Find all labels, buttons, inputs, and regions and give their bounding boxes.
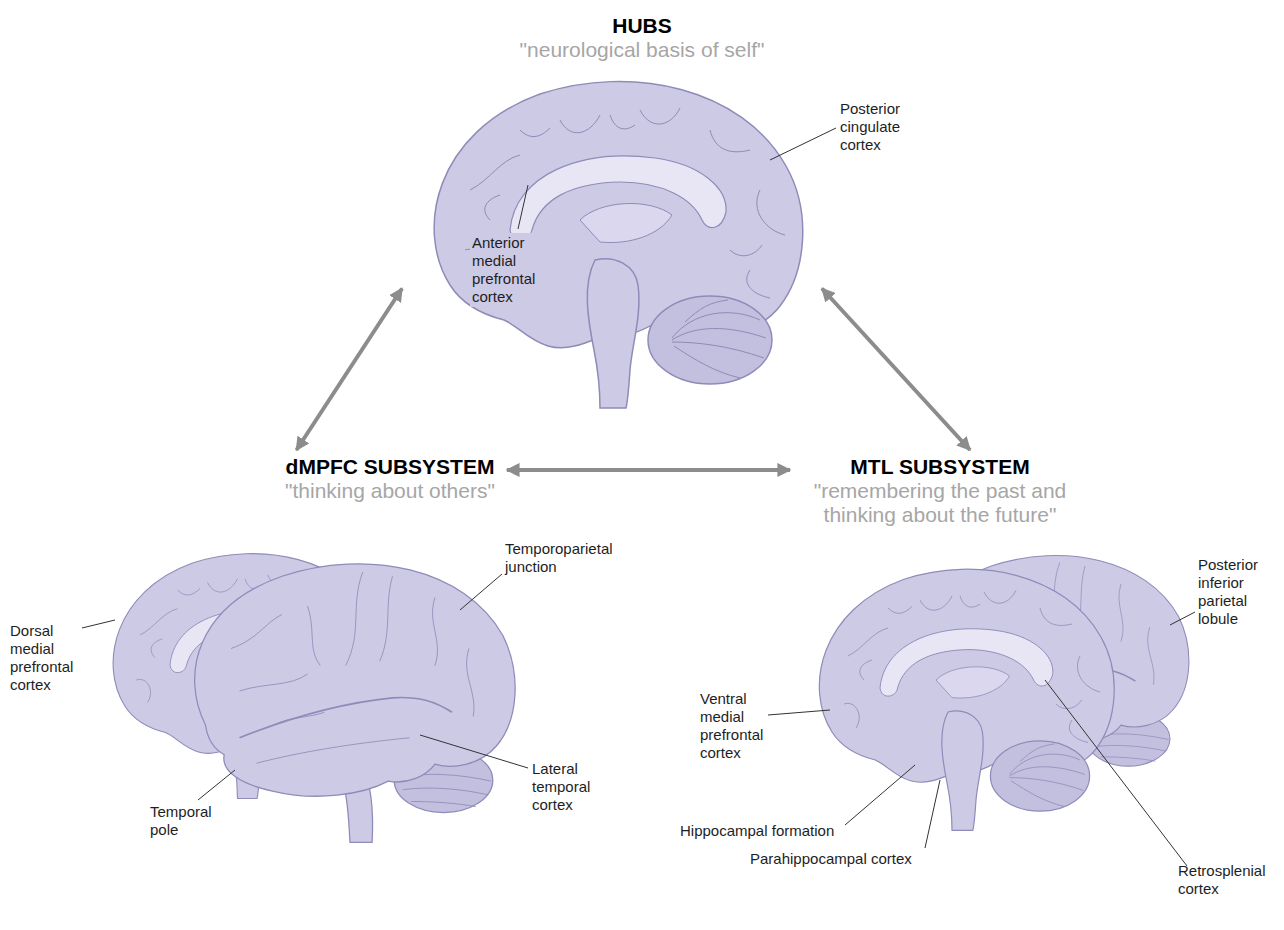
anatomy-label: Temporal pole: [150, 803, 230, 839]
leader-line: [82, 620, 115, 628]
leader-line: [1170, 612, 1195, 625]
group-title: HUBS: [462, 13, 822, 38]
group-heading: HUBS"neurological basis of self": [402, 5, 822, 410]
anatomy-label: Anterior medial prefrontal cortex: [470, 233, 554, 307]
group-subtitle: "thinking about others": [285, 479, 495, 503]
group-subtitle: "neurological basis of self": [462, 38, 822, 62]
group-heading: MTL SUBSYSTEM"remembering the past and t…: [790, 450, 1090, 531]
anatomy-label: Parahippocampal cortex: [750, 850, 950, 868]
anatomy-label: Lateral temporal cortex: [532, 760, 612, 814]
anatomy-label: Dorsal medial prefrontal cortex: [10, 622, 90, 694]
leader-line: [770, 128, 836, 160]
anatomy-label: Posterior inferior parietal lobule: [1198, 556, 1278, 628]
leader-line: [420, 735, 528, 768]
heading-wrapper: HUBS"neurological basis of self": [462, 13, 822, 62]
hub-brain: [434, 82, 803, 409]
leader-line: [460, 574, 502, 610]
leader-line: [518, 185, 528, 229]
leader-line: [768, 710, 830, 715]
anatomy-label: Posterior cingulate cortex: [840, 100, 920, 154]
leader-lines: [82, 128, 1195, 866]
leader-line: [925, 780, 940, 848]
leader-line: [1045, 680, 1187, 866]
dmpfc-front-brain: [195, 564, 516, 842]
anatomy-label: Hippocampal formation: [680, 822, 880, 840]
connector-arrow: [507, 468, 790, 472]
leader-line: [845, 765, 915, 825]
anatomy-label: Retrosplenial cortex: [1178, 862, 1278, 898]
anatomy-label: Ventral medial prefrontal cortex: [700, 690, 780, 762]
group-subtitle: "remembering the past and thinking about…: [802, 479, 1078, 527]
connector-arrow: [296, 289, 402, 451]
connector-arrow: [822, 289, 970, 451]
mtl-front-brain: [819, 569, 1114, 830]
anatomy-label: Temporoparietal junction: [505, 540, 625, 576]
group-heading: dMPFC SUBSYSTEM"thinking about others": [273, 450, 507, 507]
group-title: dMPFC SUBSYSTEM: [285, 454, 495, 479]
leader-line: [198, 770, 235, 800]
group-title: MTL SUBSYSTEM: [802, 454, 1078, 479]
